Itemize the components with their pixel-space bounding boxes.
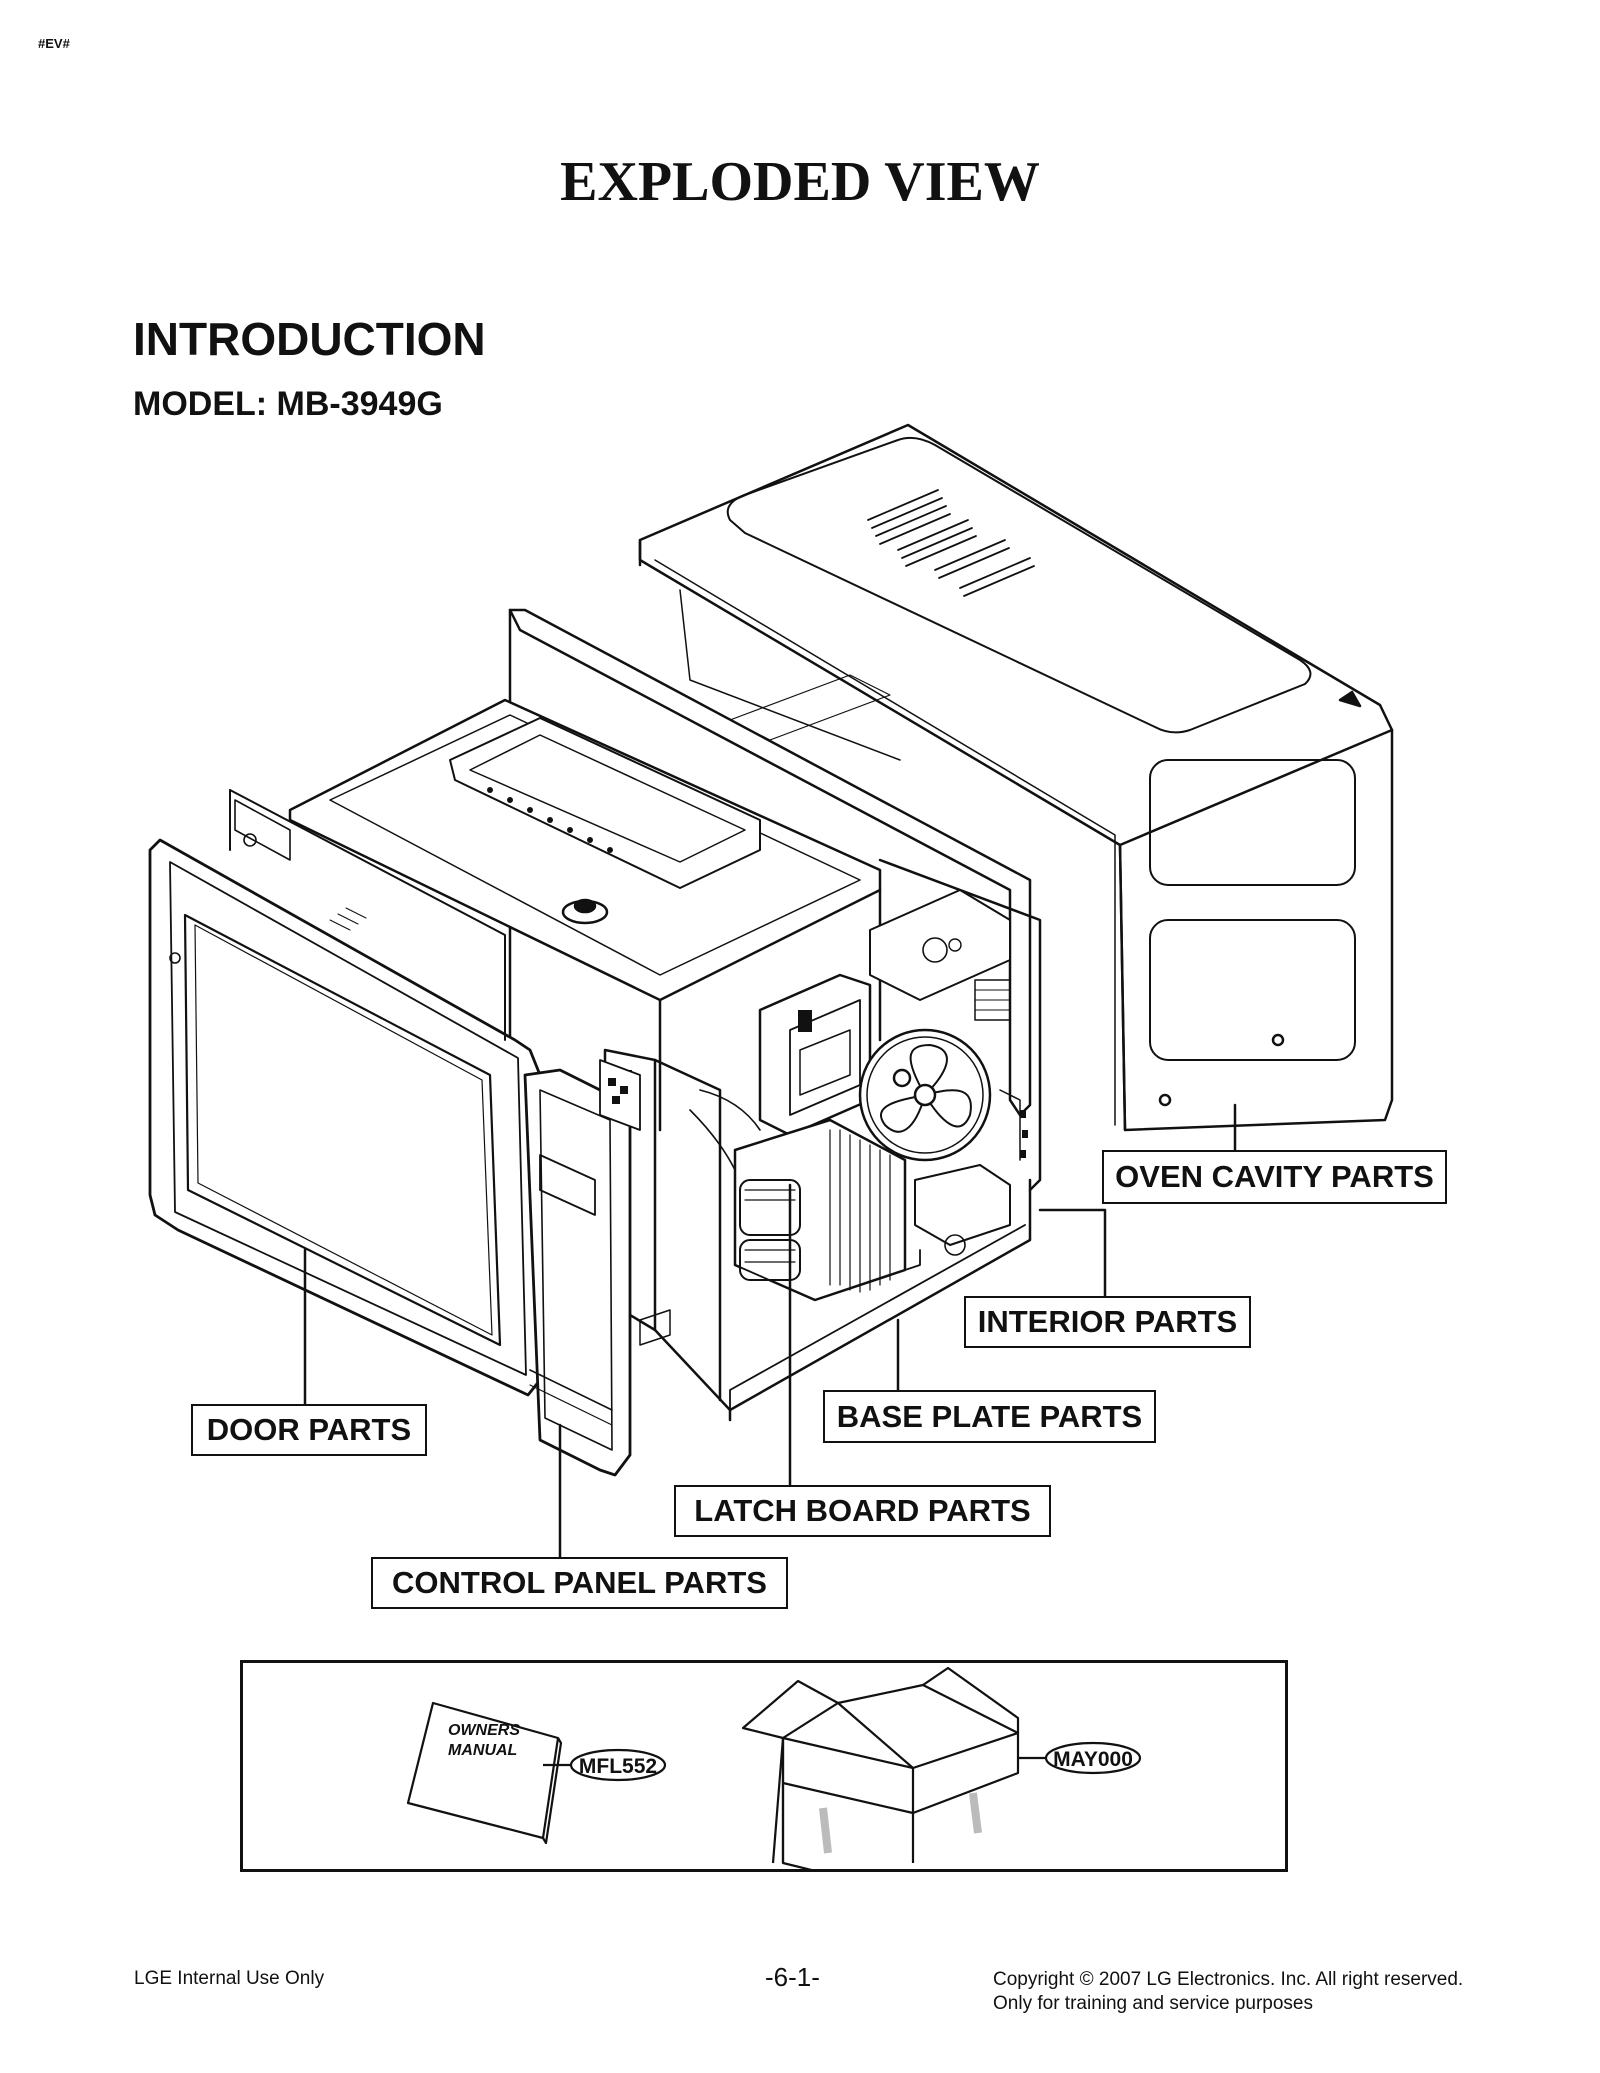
footer-internal-use: LGE Internal Use Only — [134, 1968, 325, 1989]
footer-copyright: Copyright © 2007 LG Electronics. Inc. Al… — [993, 1968, 1463, 2016]
door-assembly — [148, 789, 542, 1397]
model-number: MODEL: MB-3949G — [133, 385, 443, 423]
callout-control-panel-parts[interactable]: CONTROL PANEL PARTS — [371, 1557, 788, 1609]
manual-part-code: MFL552 — [579, 1755, 657, 1778]
callout-base-plate-parts[interactable]: BASE PLATE PARTS — [823, 1390, 1156, 1443]
training-note: Only for training and service purposes — [993, 1993, 1313, 2014]
page-title: EXPLODED VIEW — [560, 151, 1040, 213]
box-part-code: MAY000 — [1053, 1748, 1133, 1771]
section-heading: INTRODUCTION — [133, 313, 486, 365]
callout-leaders — [303, 1103, 1237, 1560]
accessories-panel: OWNERS MANUAL MFL552 MAY000 — [240, 1660, 1288, 1897]
control-panel — [523, 1059, 641, 1477]
callout-interior-parts[interactable]: INTERIOR PARTS — [964, 1296, 1251, 1348]
interior-components — [689, 889, 1028, 1302]
copyright-line: Copyright © 2007 LG Electronics. Inc. Al… — [993, 1969, 1464, 1990]
page-number: -6-1- — [765, 1962, 820, 1992]
owners-manual-label-line1: OWNERS — [448, 1722, 520, 1739]
accessories-drawing: OWNERS MANUAL MFL552 MAY000 — [406, 1666, 1142, 1897]
page-tag: #EV# — [38, 36, 70, 51]
callout-oven-cavity-parts[interactable]: OVEN CAVITY PARTS — [1102, 1150, 1447, 1204]
packing-box-icon — [741, 1666, 1020, 1897]
outer-cabinet — [638, 423, 1394, 1132]
callout-latch-board-parts[interactable]: LATCH BOARD PARTS — [674, 1485, 1051, 1537]
owners-manual-label-line2: MANUAL — [448, 1742, 517, 1759]
callout-door-parts[interactable]: DOOR PARTS — [191, 1404, 427, 1456]
